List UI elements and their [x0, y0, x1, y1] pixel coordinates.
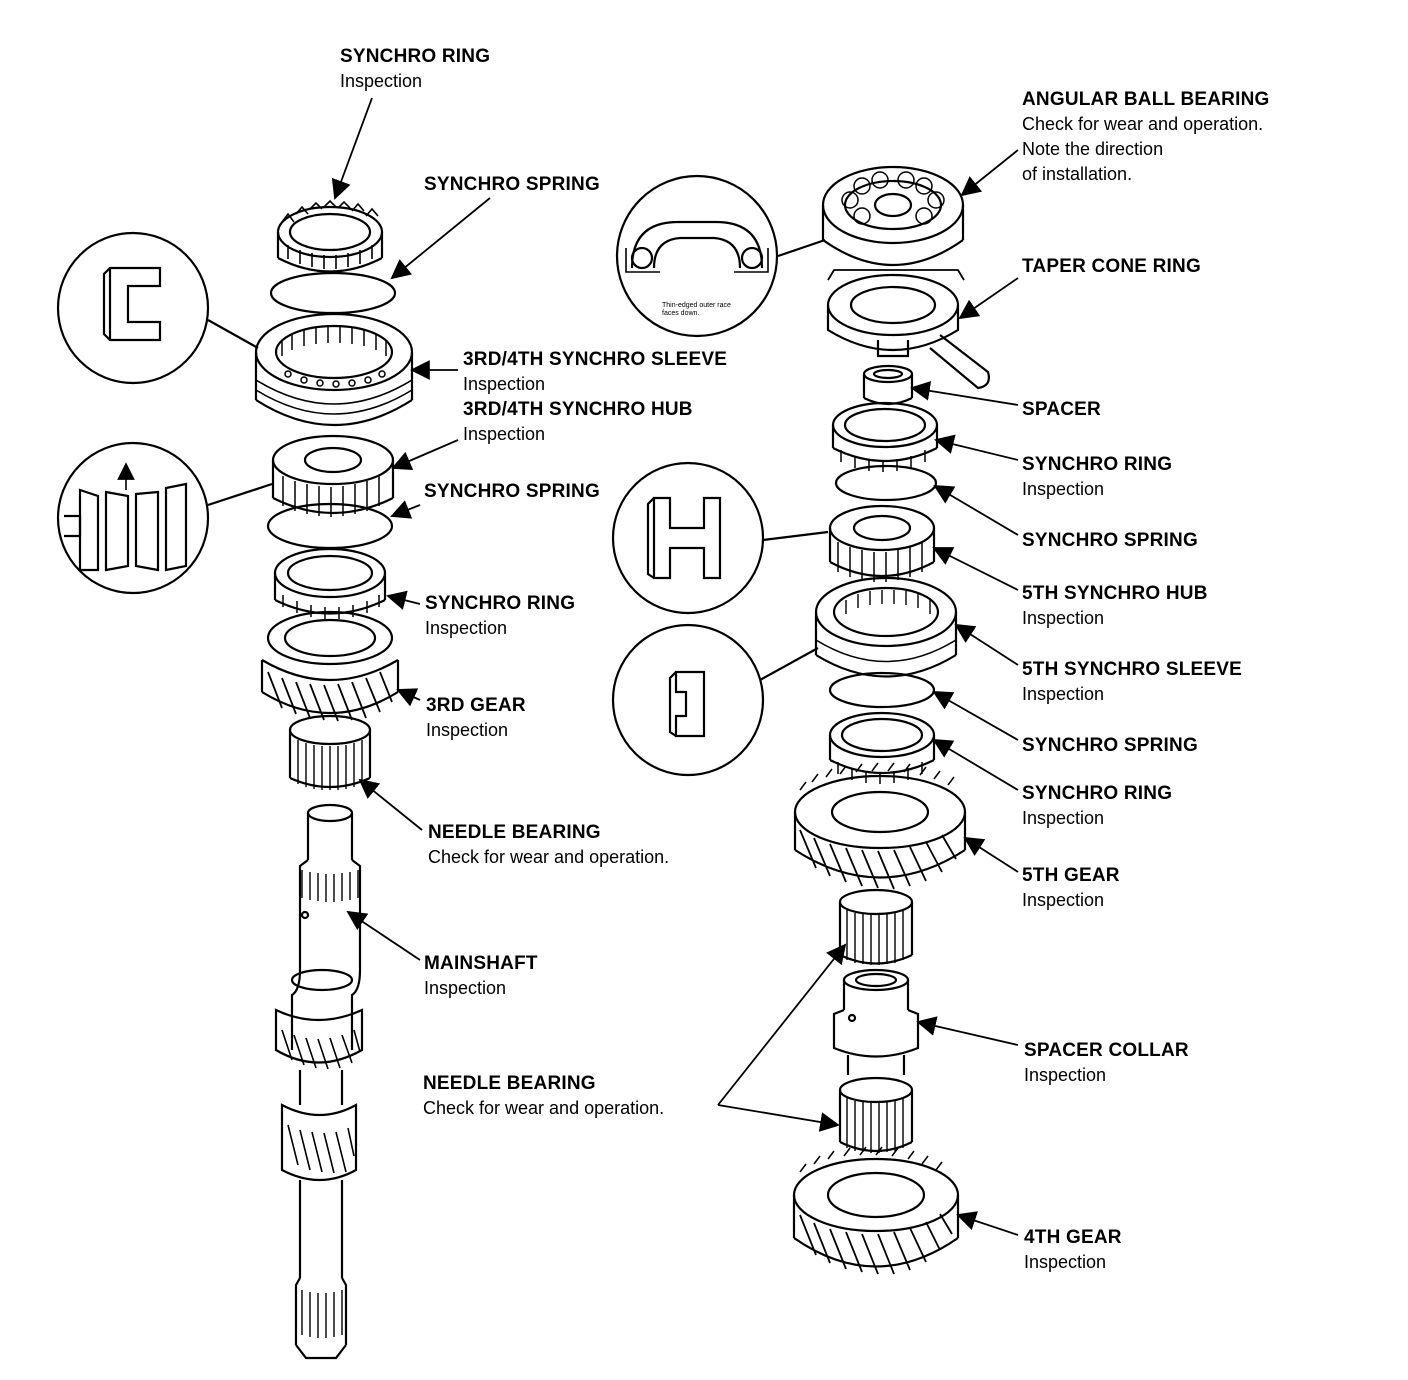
label-needle-bearing-1: NEEDLE BEARING Check for wear and operat…: [428, 820, 669, 870]
label-subtitle: Inspection: [426, 720, 509, 740]
label-subtitle-2: Note the direction: [1022, 139, 1164, 159]
label-4th-gear: 4TH GEAR Inspection: [1024, 1225, 1122, 1275]
label-synchro-spring-4: SYNCHRO SPRING: [1022, 733, 1198, 758]
right-needle-bearing-lower-part: [838, 1076, 914, 1153]
label-title: SYNCHRO SPRING: [1022, 735, 1198, 756]
left-synchro-ring-top-part: [276, 199, 384, 273]
label-subtitle: Inspection: [1022, 890, 1105, 910]
label-subtitle: Inspection: [1024, 1252, 1107, 1272]
angular-ball-bearing-part: [821, 165, 965, 266]
label-title: NEEDLE BEARING: [428, 822, 601, 843]
label-spacer: SPACER: [1022, 397, 1101, 422]
label-subtitle: Inspection: [1024, 1065, 1107, 1085]
right-detail-circle-h-profile: [611, 461, 829, 615]
label-5th-synchro-hub: 5TH SYNCHRO HUB Inspection: [1022, 581, 1208, 631]
label-spacer-collar: SPACER COLLAR Inspection: [1024, 1038, 1189, 1088]
fifth-gear-part: [793, 762, 967, 890]
spacer-collar-part: [832, 968, 920, 1075]
right-needle-bearing-top-part: [838, 888, 914, 965]
label-title: SYNCHRO SPRING: [424, 174, 600, 195]
bearing-cross-section-detail: [615, 174, 826, 338]
label-subtitle: Inspection: [1022, 684, 1105, 704]
left-synchro-sleeve-part: [254, 312, 414, 427]
label-subtitle-3: of installation.: [1022, 164, 1133, 184]
label-subtitle: Check for wear and operation.: [428, 847, 670, 867]
label-title: ANGULAR BALL BEARING: [1022, 89, 1270, 110]
fifth-synchro-sleeve-part: [814, 576, 958, 678]
label-title: SPACER: [1022, 399, 1101, 420]
label-angular-ball-bearing: ANGULAR BALL BEARING Check for wear and …: [1022, 87, 1269, 187]
label-synchro-ring-1: SYNCHRO RING Inspection: [340, 44, 490, 94]
label-3rd-4th-synchro-sleeve: 3RD/4TH SYNCHRO SLEEVE Inspection: [463, 347, 727, 397]
label-title: SPACER COLLAR: [1024, 1040, 1189, 1061]
right-detail-circle-j-profile: [611, 623, 819, 777]
left-synchro-ring-lower-part: [273, 547, 387, 619]
fifth-synchro-hub-part: [828, 504, 936, 582]
label-title: 3RD GEAR: [426, 695, 526, 716]
label-synchro-spring-3: SYNCHRO SPRING: [1022, 528, 1198, 553]
mainshaft-part: [274, 803, 364, 1360]
label-subtitle: Inspection: [1022, 808, 1105, 828]
left-detail-circle-hub-teeth: [56, 441, 273, 595]
label-synchro-ring-4: SYNCHRO RING Inspection: [1022, 781, 1172, 831]
label-taper-cone-ring: TAPER CONE RING: [1022, 254, 1201, 279]
right-synchro-spring-top-part: [834, 464, 938, 502]
label-title: SYNCHRO SPRING: [424, 481, 600, 502]
taper-cone-ring-part: [826, 269, 990, 390]
label-synchro-ring-3: SYNCHRO RING Inspection: [1022, 452, 1172, 502]
fourth-gear-part: [792, 1146, 960, 1275]
bearing-detail-line-2: faces down.: [662, 310, 700, 317]
label-mainshaft: MAINSHAFT Inspection: [424, 951, 538, 1001]
label-synchro-spring-1: SYNCHRO SPRING: [424, 172, 600, 197]
right-spacer-part: [862, 364, 914, 406]
right-synchro-ring-top-part: [831, 401, 939, 472]
left-third-gear-part: [260, 610, 400, 722]
label-needle-bearing-2: NEEDLE BEARING Check for wear and operat…: [423, 1071, 664, 1121]
label-subtitle: Inspection: [1022, 479, 1105, 499]
label-subtitle: Inspection: [463, 424, 546, 444]
label-5th-gear: 5TH GEAR Inspection: [1022, 863, 1120, 913]
label-title: SYNCHRO SPRING: [1022, 530, 1198, 551]
label-subtitle: Inspection: [425, 618, 508, 638]
label-subtitle: Inspection: [463, 374, 546, 394]
label-title: SYNCHRO RING: [425, 593, 576, 614]
label-title: 5TH SYNCHRO SLEEVE: [1022, 659, 1243, 680]
label-title: MAINSHAFT: [424, 953, 538, 974]
label-title: 3RD/4TH SYNCHRO HUB: [463, 399, 693, 420]
bearing-detail-caption: Thin-edged outer race faces down.: [662, 302, 731, 318]
label-title: 3RD/4TH SYNCHRO SLEEVE: [463, 349, 728, 370]
label-title: SYNCHRO RING: [1022, 783, 1173, 804]
label-subtitle: Inspection: [1022, 608, 1105, 628]
label-subtitle: Check for wear and operation.: [1022, 114, 1264, 134]
label-3rd-gear: 3RD GEAR Inspection: [426, 693, 526, 743]
label-title: SYNCHRO RING: [340, 46, 491, 67]
left-synchro-spring-top-part: [269, 271, 397, 315]
right-synchro-ring-lower-part: [828, 711, 936, 784]
label-5th-synchro-sleeve: 5TH SYNCHRO SLEEVE Inspection: [1022, 657, 1242, 707]
left-needle-bearing-top-part: [288, 714, 372, 790]
label-subtitle: Inspection: [424, 978, 507, 998]
label-title: TAPER CONE RING: [1022, 256, 1201, 277]
left-detail-circle-c-profile: [56, 231, 259, 385]
left-synchro-spring-lower-part: [266, 502, 394, 550]
label-subtitle: Inspection: [340, 71, 423, 91]
label-3rd-4th-synchro-hub: 3RD/4TH SYNCHRO HUB Inspection: [463, 397, 693, 447]
label-title: 5TH GEAR: [1022, 865, 1120, 886]
label-synchro-ring-2: SYNCHRO RING Inspection: [425, 591, 575, 641]
label-title: NEEDLE BEARING: [423, 1073, 596, 1094]
label-subtitle: Check for wear and operation.: [423, 1098, 665, 1118]
label-title: 4TH GEAR: [1024, 1227, 1122, 1248]
label-title: SYNCHRO RING: [1022, 454, 1173, 475]
label-title: 5TH SYNCHRO HUB: [1022, 583, 1208, 604]
label-synchro-spring-2: SYNCHRO SPRING: [424, 479, 600, 504]
bearing-detail-line-1: Thin-edged outer race: [662, 302, 731, 309]
right-synchro-spring-lower-part: [828, 671, 936, 709]
